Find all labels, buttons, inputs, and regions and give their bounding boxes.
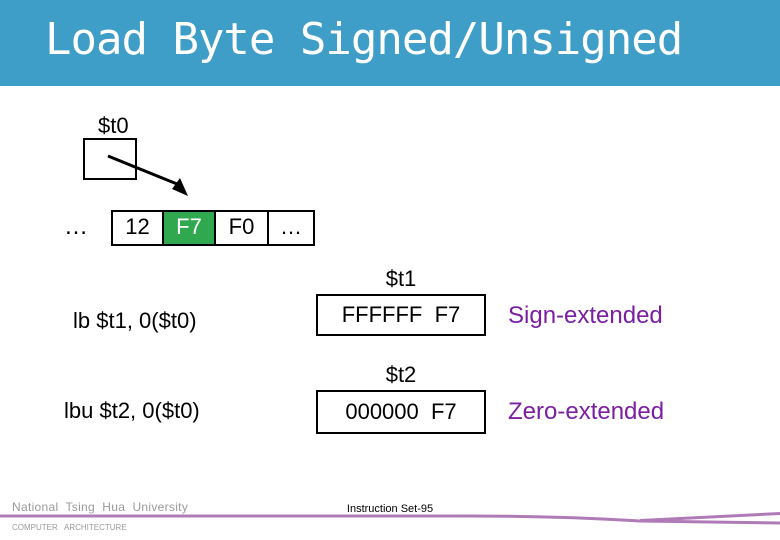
t1-register-value: FFFFFF F7 <box>341 302 461 327</box>
slide-title: Load Byte Signed/Unsigned <box>45 14 683 65</box>
sign-extended-label: Sign-extended <box>508 302 663 329</box>
memory-cell-f0: F0 <box>214 210 269 246</box>
zero-extended-label: Zero-extended <box>508 398 665 425</box>
t2-register-box <box>316 390 486 434</box>
title-bar <box>0 0 780 86</box>
t2-register-value: 000000 F7 <box>345 399 457 424</box>
memory-right-ellipsis: … <box>267 210 315 246</box>
memory-left-ellipsis: … <box>64 213 88 240</box>
t2-register-label: $t2 <box>385 362 417 387</box>
t1-register-box <box>316 294 486 336</box>
t0-register-box <box>83 138 137 180</box>
memory-cell-12: 12 <box>111 210 164 246</box>
t0-register-label: $t0 <box>98 113 129 138</box>
footer-department: COMPUTER ARCHITECTURE <box>12 523 127 532</box>
memory-cell-f7-highlighted: F7 <box>162 210 216 246</box>
lbu-instruction: lbu $t2, 0($t0) <box>64 398 200 423</box>
t1-register-label: $t1 <box>385 266 417 291</box>
page-number: Instruction Set-95 <box>346 503 434 515</box>
footer-university: National Tsing Hua University <box>12 500 189 514</box>
lb-instruction: lb $t1, 0($t0) <box>73 308 197 333</box>
